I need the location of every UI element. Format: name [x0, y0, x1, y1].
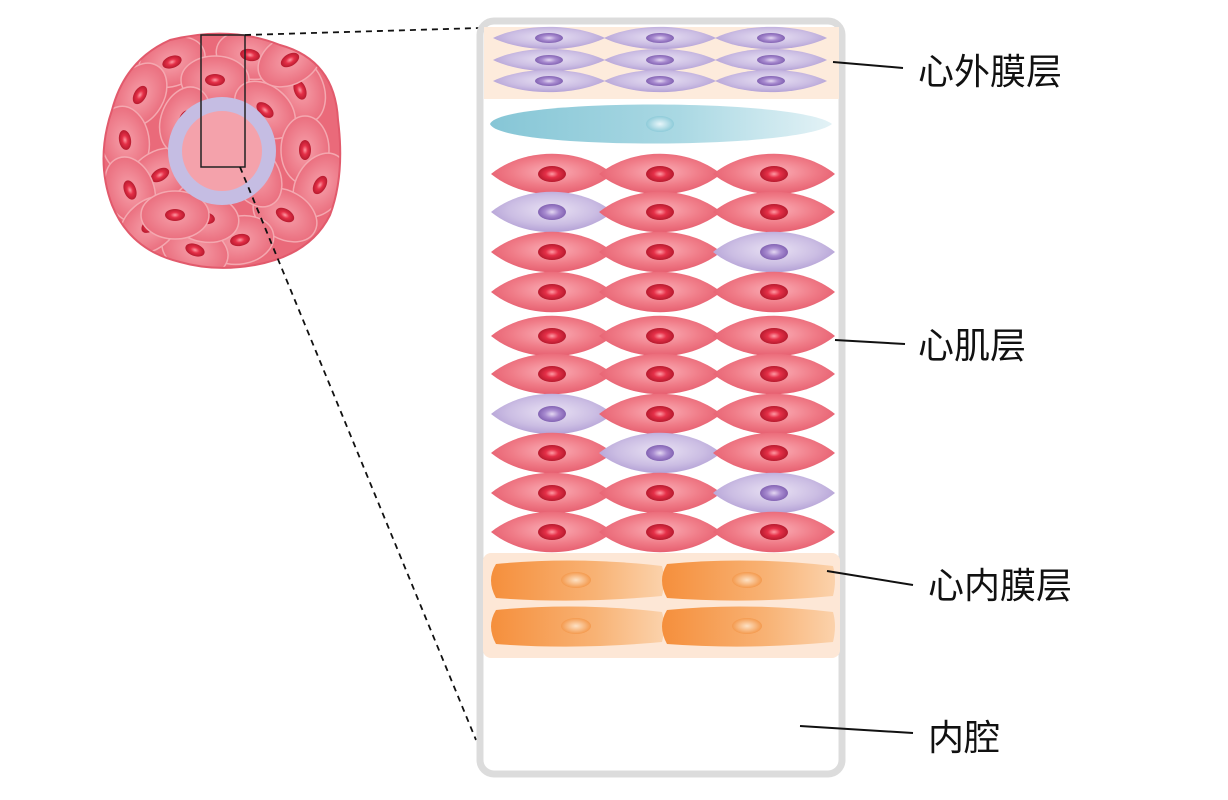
leader-endocardium [826, 570, 914, 586]
overview-cross-section [102, 32, 342, 269]
epicardium-cell [715, 26, 827, 50]
myocardium-cell-purple [713, 231, 835, 273]
epicardium-cell [493, 26, 605, 50]
wall-panel [476, 17, 846, 778]
myocardium-cell [599, 393, 721, 435]
myocardium-cell [713, 315, 835, 357]
epicardium-cell [493, 69, 605, 93]
epicardium-cell [604, 26, 716, 50]
epicardium-cell [715, 69, 827, 93]
epicardium-cell [493, 48, 605, 72]
myocardium-cell [491, 353, 613, 395]
endocardium-cell [491, 560, 664, 601]
epicardium-cell [604, 48, 716, 72]
myocardium-cell [599, 231, 721, 273]
endocardium-cells [491, 560, 835, 647]
epicardium-cells [493, 26, 827, 93]
myocardium-cell [599, 511, 721, 553]
myocardium-cell [713, 432, 835, 474]
myocardium-cell [491, 231, 613, 273]
overview-cell [140, 190, 210, 240]
label-endocardium: 心内膜层 [928, 566, 1072, 607]
leader-myocardium [834, 339, 906, 345]
myocardium-cell-purple [599, 432, 721, 474]
myocardium-cell [713, 393, 835, 435]
zoom-box [200, 34, 246, 168]
zoom-line-top [244, 27, 481, 36]
epicardium-cell [715, 48, 827, 72]
myocardium-cell [599, 153, 721, 195]
overview-cell [103, 105, 151, 175]
endocardium-cell [662, 560, 835, 601]
myocardium-cell-purple [713, 472, 835, 514]
endocardium-cell [491, 606, 664, 647]
myocardium-cell [713, 153, 835, 195]
myocardium-cell [491, 315, 613, 357]
myocardium-cell [713, 511, 835, 553]
label-epicardium: 心外膜层 [918, 52, 1062, 93]
myocardium-cell [599, 472, 721, 514]
zoom-line-bottom [239, 166, 477, 741]
lumen-ring [168, 97, 276, 205]
endocardium-cell [662, 606, 835, 647]
myocardium-cell [599, 271, 721, 313]
myocardium-cell-purple [491, 393, 613, 435]
myocardium-cell [491, 153, 613, 195]
myocardium-cells [491, 153, 835, 553]
myocardium-cell [491, 271, 613, 313]
myocardium-cell [491, 472, 613, 514]
leader-epicardium [832, 61, 904, 69]
label-lumen: 内腔 [928, 718, 1000, 759]
myocardium-cell [599, 353, 721, 395]
myocardium-cell [713, 271, 835, 313]
fibroblast-cell [490, 104, 832, 144]
leader-lumen [799, 725, 914, 734]
myocardium-cell [599, 315, 721, 357]
myocardium-cell [491, 511, 613, 553]
myocardium-cell-purple [491, 191, 613, 233]
myocardium-cell [713, 191, 835, 233]
label-myocardium: 心肌层 [918, 326, 1026, 367]
epicardium-cell [604, 69, 716, 93]
myocardium-cell [713, 353, 835, 395]
myocardium-cell [599, 191, 721, 233]
myocardium-cell [491, 432, 613, 474]
